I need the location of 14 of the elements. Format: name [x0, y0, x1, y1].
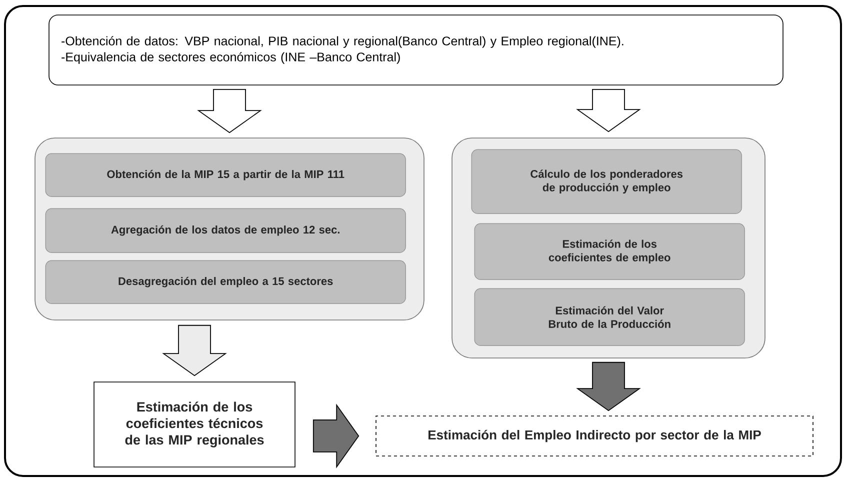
block-arrow — [162, 324, 227, 376]
block-arrow — [197, 88, 262, 134]
block-arrow — [576, 88, 641, 132]
result-box: Estimación del Empleo Indirecto por sector de la MIP — [376, 416, 814, 456]
step-box: Estimación de los coeficientes de empleo — [474, 223, 745, 280]
step-box: Desagregación del empleo a 15 sectores — [45, 260, 406, 304]
result-box: Estimación de los coeficientes técnicos de las MIP regionales — [94, 382, 296, 468]
step-box: Obtención de la MIP 15 a partir de la MIP 111 — [45, 153, 406, 197]
block-arrow — [576, 362, 641, 412]
step-box: Cálculo de los ponderadores de producción y empleo — [471, 149, 742, 214]
top-note-box: -Obtención de datos: VBP nacional, PIB nacional y regional(Banco Central) y Empleo regional(INE). -Equivalencia de sectores económicos (INE –Banco Central) — [48, 14, 784, 86]
block-arrow — [312, 404, 360, 468]
step-box: Agregación de los datos de empleo 12 sec. — [45, 208, 406, 253]
step-box: Estimación del Valor Bruto de la Producción — [474, 288, 745, 346]
